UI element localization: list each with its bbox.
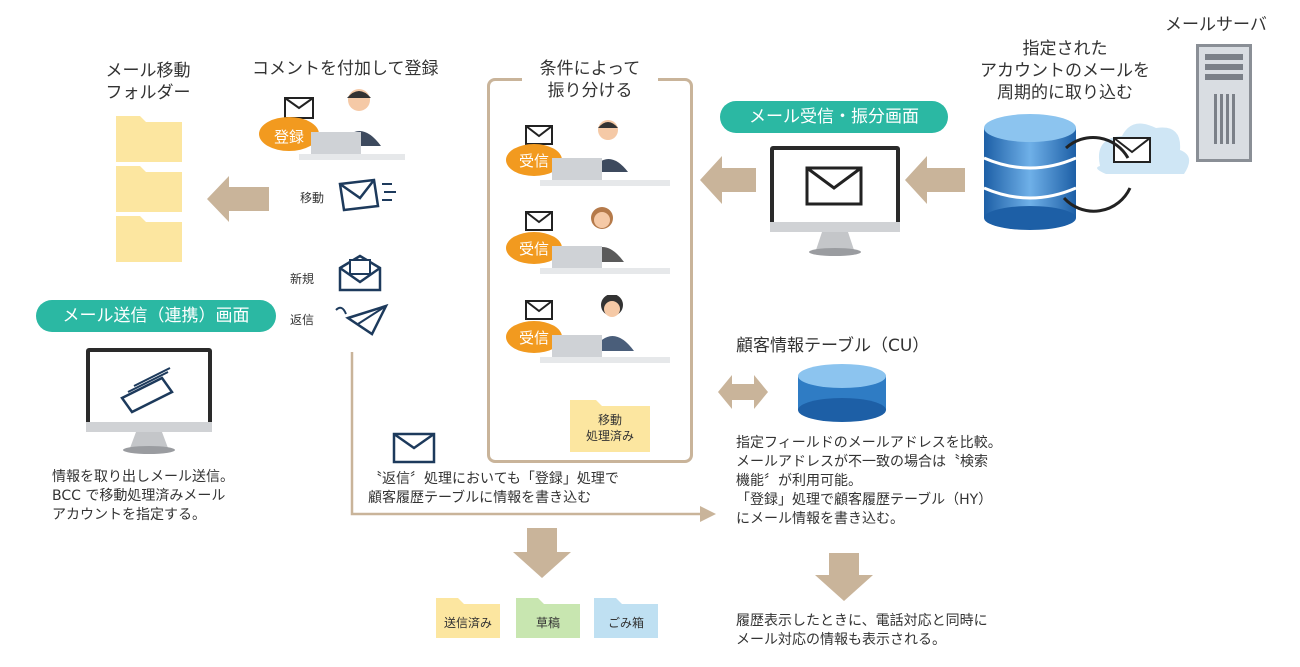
trash-folder-label: ごみ箱 xyxy=(607,616,644,630)
send-desc-1: 情報を取り出しメール送信。 xyxy=(52,469,234,485)
reply-note-1: 〝返信〞処理においても「登録」処理で xyxy=(368,471,619,487)
database-icon xyxy=(983,114,1190,230)
comment-register-caption: コメントを付加して登録 xyxy=(252,59,439,79)
moved-folder-label-2: 処理済み xyxy=(585,429,634,443)
compare-4: 「登録」処理で顧客履歴テーブル（HY） xyxy=(736,492,993,508)
folder-stack-icon xyxy=(116,116,182,262)
compare-2: メールアドレスが不一致の場合は〝検索 xyxy=(736,454,988,470)
operator-1: 受信 xyxy=(506,120,670,186)
reply-note-2: 顧客履歴テーブルに情報を書き込む xyxy=(368,490,592,506)
sent-folder-icon xyxy=(436,598,500,638)
moved-folder-label-1: 移動 xyxy=(597,413,622,427)
operator-3: 受信 xyxy=(506,295,670,363)
mail-server-label: メールサーバ xyxy=(1165,15,1267,35)
draft-folder-icon xyxy=(516,598,580,638)
arrow-left-3 xyxy=(207,176,269,222)
received-badge-3: 受信 xyxy=(519,329,549,347)
moved-folder-icon xyxy=(570,400,650,452)
sort-caption-2: 振り分ける xyxy=(547,81,633,101)
move-label: 移動 xyxy=(300,191,325,205)
operator-2: 受信 xyxy=(506,207,670,274)
fetch-caption-1: 指定された xyxy=(1022,39,1108,59)
cloud-mail-icon xyxy=(1097,123,1190,174)
reply-flow-line xyxy=(350,352,716,522)
history-1: 履歴表示したときに、電話対応と同時に xyxy=(736,613,988,629)
received-badge-2: 受信 xyxy=(519,240,549,258)
mail-server-icon xyxy=(1196,44,1252,162)
arrow-left-2 xyxy=(700,156,756,204)
reply-label: 返信 xyxy=(290,313,315,327)
new-label: 新規 xyxy=(290,272,315,286)
send-screen-pill: メール送信（連携）画面 xyxy=(36,300,276,332)
history-2: メール対応の情報も表示される。 xyxy=(736,632,946,648)
paper-plane-icon xyxy=(335,303,389,336)
trash-folder-icon xyxy=(594,598,658,638)
double-arrow xyxy=(718,375,768,409)
arrow-down-1 xyxy=(513,528,571,578)
register-badge: 登録 xyxy=(273,128,304,146)
move-folder-caption-2: フォルダー xyxy=(105,83,191,103)
sent-folder-label: 送信済み xyxy=(443,616,492,630)
customer-table-caption: 顧客情報テーブル（CU） xyxy=(736,336,930,356)
fetch-caption-3: 周期的に取り込む xyxy=(997,83,1133,103)
flying-envelope-icon xyxy=(338,178,396,212)
operator-register xyxy=(259,89,405,160)
sort-caption-1: 条件によって xyxy=(539,59,641,79)
move-folder-caption-1: メール移動 xyxy=(105,61,191,81)
received-badge-1: 受信 xyxy=(519,152,549,170)
send-desc-2: BCC で移動処理済みメール xyxy=(52,488,226,504)
reply-note-envelope-icon xyxy=(392,432,436,464)
draft-folder-label: 草稿 xyxy=(535,616,560,630)
open-envelope-icon xyxy=(338,254,382,292)
envelope-icon xyxy=(805,166,863,206)
compare-5: にメール情報を書き込む。 xyxy=(736,511,904,527)
customer-db-icon xyxy=(798,364,886,422)
arrow-down-2 xyxy=(815,553,873,601)
send-desc-3: アカウントを指定する。 xyxy=(52,507,206,523)
monitor-icon xyxy=(770,146,900,256)
receive-screen-pill: メール受信・振分画面 xyxy=(720,101,948,133)
send-monitor-icon xyxy=(86,348,212,454)
compare-1: 指定フィールドのメールアドレスを比較。 xyxy=(736,435,1002,451)
compare-3: 機能〞が利用可能。 xyxy=(736,473,862,489)
fetch-caption-2: アカウントのメールを xyxy=(980,61,1150,81)
arrow-left-1 xyxy=(905,156,965,204)
